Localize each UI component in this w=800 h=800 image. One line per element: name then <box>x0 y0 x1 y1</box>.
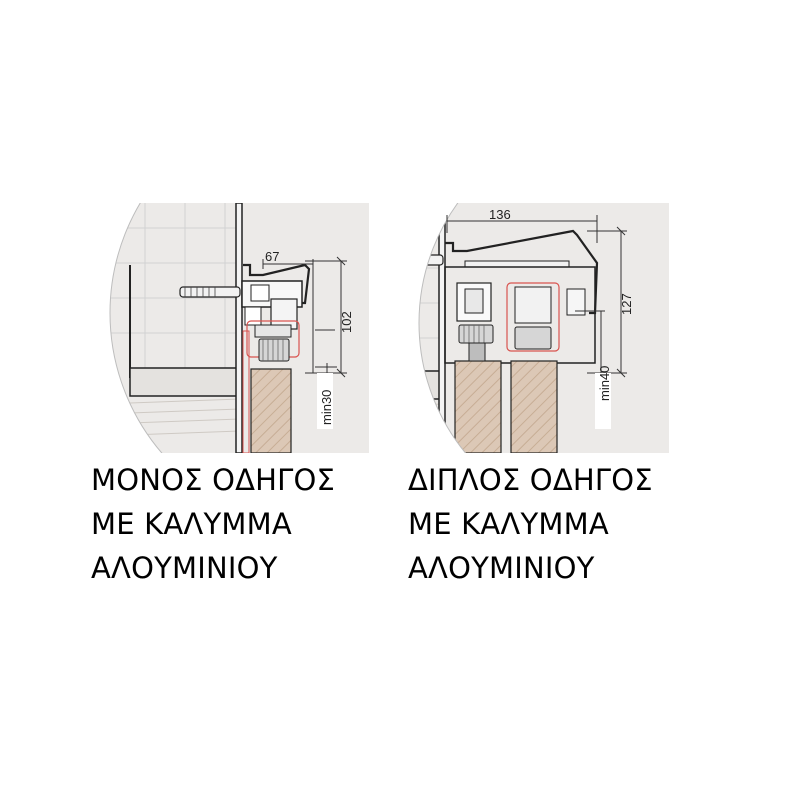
aluminium-cover <box>243 263 311 305</box>
door-leaf-inner <box>454 360 502 453</box>
caption-line: ΔΙΠΛΟΣ ΟΔΗΓΟΣ <box>408 463 653 497</box>
ceiling-slab <box>129 367 243 397</box>
single-width-label: 67 <box>265 249 279 264</box>
anchor-bolt <box>179 286 241 298</box>
door-leaf <box>250 368 292 453</box>
double-track-drawing: 136 127 min40 <box>369 203 669 453</box>
single-track-drawing: 67 102 min30 <box>75 203 375 453</box>
double-track-caption: ΔΙΠΛΟΣ ΟΔΗΓΟΣ ΜΕ ΚΑΛΥΜΜΑ ΑΛΟΥΜΙΝΙΟΥ <box>408 458 653 590</box>
door-leaf-outer <box>510 360 558 453</box>
caption-line: ΑΛΟΥΜΙΝΙΟΥ <box>408 551 595 585</box>
caption-line: ΜΕ ΚΑΛΥΜΜΑ <box>91 507 292 541</box>
dimension-lines <box>446 215 627 378</box>
wall-tiles <box>110 203 240 368</box>
double-height-label: 127 <box>619 293 634 315</box>
single-height-label: 102 <box>339 311 354 333</box>
double-width-label: 136 <box>489 207 511 222</box>
single-track-caption: ΜΟΝΟΣ ΟΔΗΓΟΣ ΜΕ ΚΑΛΥΜΜΑ ΑΛΟΥΜΙΝΙΟΥ <box>91 458 335 590</box>
roller-carriage <box>506 282 560 352</box>
double-track-diagram: 136 127 min40 <box>369 203 669 453</box>
caption-line: ΑΛΟΥΜΙΝΙΟΥ <box>91 551 278 585</box>
single-track-diagram: 67 102 min30 <box>75 203 375 453</box>
double-clearance-label: min40 <box>597 366 612 401</box>
caption-line: ΜΟΝΟΣ ΟΔΗΓΟΣ <box>91 463 336 497</box>
caption-line: ΜΕ ΚΑΛΥΜΜΑ <box>408 507 609 541</box>
single-clearance-label: min30 <box>319 390 334 425</box>
